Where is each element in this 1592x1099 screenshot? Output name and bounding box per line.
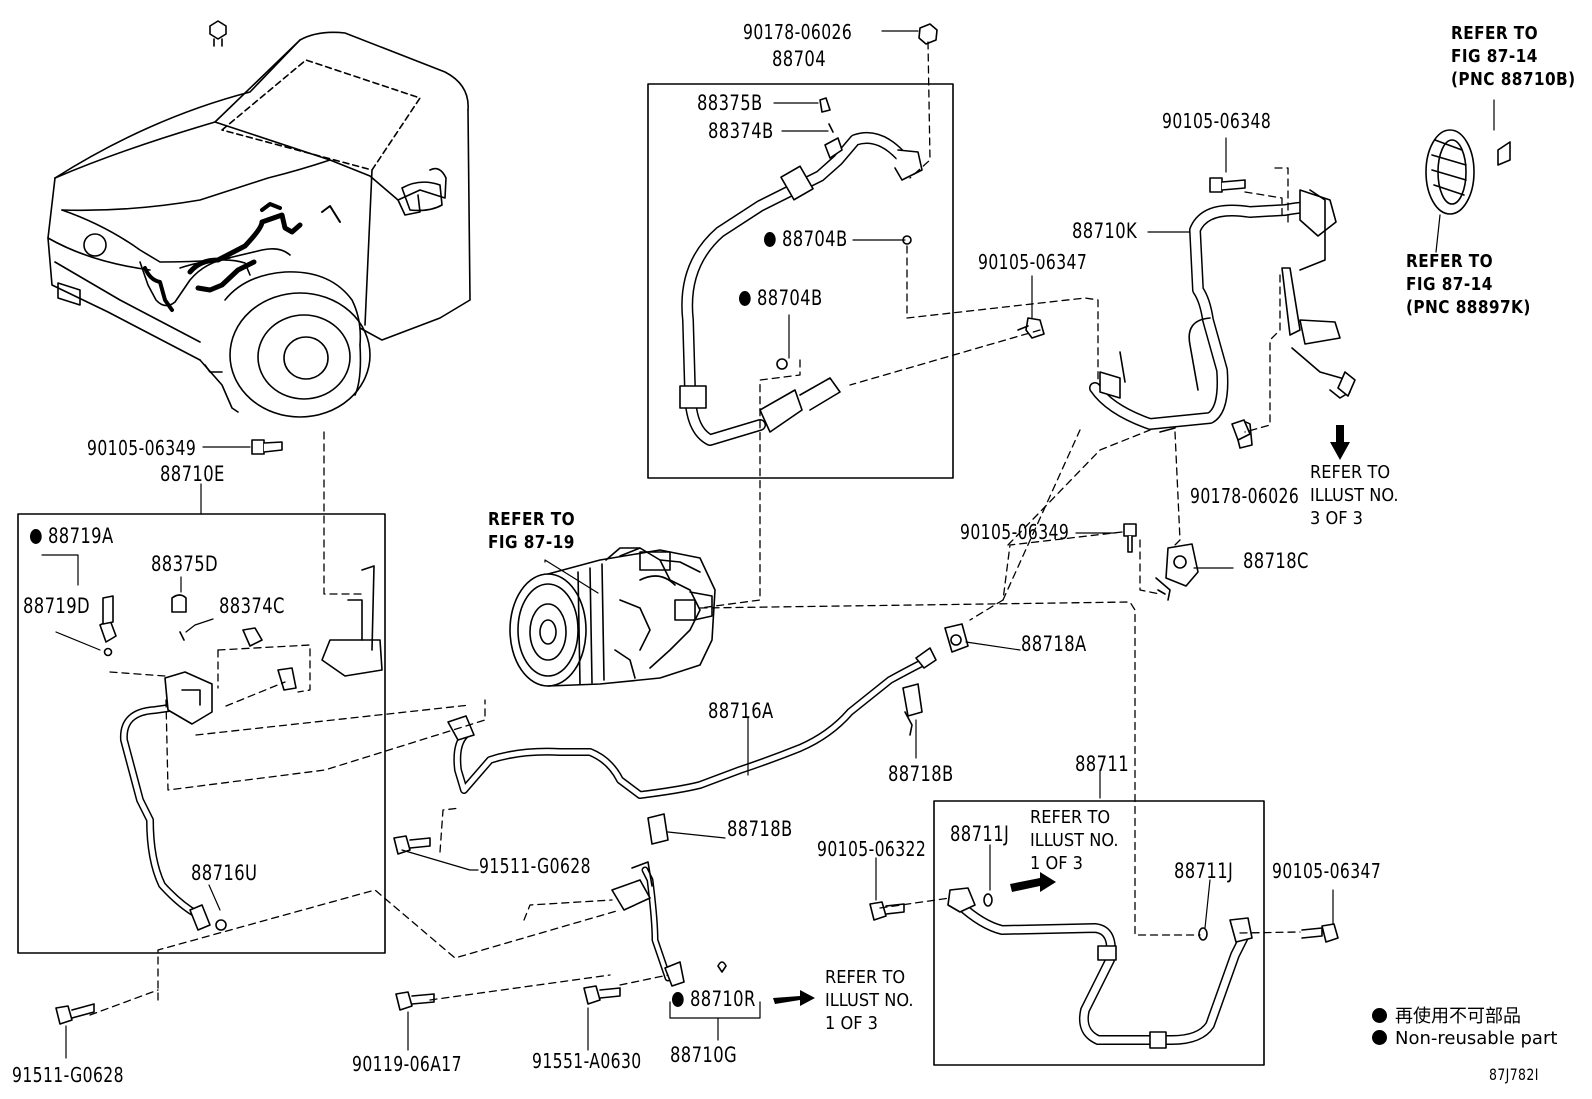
- guide-lines: [89, 41, 1301, 1016]
- part-label-88374B[interactable]: 88374B: [708, 119, 774, 143]
- reference-note-fig-87-19[interactable]: REFER TO FIG 87-19: [488, 508, 575, 554]
- hose-88710E: [99, 565, 383, 931]
- ref-line: FIG 87-19: [488, 532, 575, 553]
- ref-line: (PNC 88710B): [1451, 69, 1576, 90]
- hose-88716A: [447, 647, 937, 799]
- legend: 再使用不可部品 Non-reusable part: [1372, 1006, 1557, 1050]
- part-label-90119-06A17[interactable]: 90119-06A17: [352, 1052, 462, 1076]
- part-number: 88704B: [756, 286, 823, 310]
- part-label-88375D[interactable]: 88375D: [151, 552, 219, 576]
- ref-line: ILLUST NO.: [825, 990, 914, 1011]
- ref-line: FIG 87-14: [1451, 46, 1538, 67]
- part-label-90105-06349[interactable]: 90105-06349: [87, 436, 197, 460]
- hose-88711: [947, 887, 1253, 1049]
- ref-line: 3 OF 3: [1310, 508, 1363, 529]
- ref-line: REFER TO: [1406, 251, 1494, 272]
- ref-line: REFER TO: [1310, 462, 1391, 483]
- part-label-88710R[interactable]: 88710R: [672, 988, 756, 1010]
- part-label-91551-A0630[interactable]: 91551-A0630: [532, 1049, 642, 1073]
- part-label-88716A[interactable]: 88716A: [708, 699, 774, 723]
- part-label-90105-06348[interactable]: 90105-06348: [1162, 109, 1272, 133]
- legend-item-jp: 再使用不可部品: [1372, 1006, 1557, 1028]
- reference-note-illust-3-of-3[interactable]: REFER TO ILLUST NO. 3 OF 3: [1310, 461, 1399, 530]
- ref-line: ILLUST NO.: [1310, 485, 1399, 506]
- part-label-88711J[interactable]: 88711J: [1174, 859, 1234, 883]
- part-label-90105-06347[interactable]: 90105-06347: [1272, 859, 1382, 883]
- compressor: [509, 547, 716, 687]
- hose-88710K: [1089, 189, 1356, 449]
- arrows: [773, 425, 1350, 1006]
- non-reusable-marker: [672, 992, 684, 1007]
- ref-line: 1 OF 3: [825, 1013, 878, 1034]
- hose-88710G: [611, 861, 727, 987]
- part-label-88710E[interactable]: 88710E: [160, 462, 225, 486]
- part-label-88711[interactable]: 88711: [1075, 752, 1130, 776]
- part-label-88704[interactable]: 88704: [772, 47, 827, 71]
- part-label-88711J[interactable]: 88711J: [950, 822, 1010, 846]
- ref-line: ILLUST NO.: [1030, 830, 1119, 851]
- part-label-90178-06026[interactable]: 90178-06026: [743, 20, 853, 44]
- part-number: 88710R: [689, 987, 756, 1011]
- reference-note-fig-87-14-88710B[interactable]: REFER TO FIG 87-14 (PNC 88710B): [1451, 22, 1576, 91]
- hose-88704: [679, 97, 923, 446]
- part-label-88710K[interactable]: 88710K: [1072, 219, 1138, 243]
- bolts: [55, 20, 1339, 1025]
- diagram-id: 87J782I: [1489, 1065, 1539, 1084]
- part-label-88375B[interactable]: 88375B: [697, 91, 763, 115]
- ref-line: FIG 87-14: [1406, 274, 1493, 295]
- legend-text: 再使用不可部品: [1395, 1006, 1521, 1027]
- legend-text: Non-reusable part: [1395, 1028, 1558, 1049]
- part-label-88719D[interactable]: 88719D: [23, 594, 91, 618]
- non-reusable-marker: [739, 291, 751, 306]
- non-reusable-marker: [30, 529, 42, 544]
- ref-line: REFER TO: [1451, 23, 1539, 44]
- part-label-90105-06349[interactable]: 90105-06349: [960, 520, 1070, 544]
- non-reusable-marker: [1372, 1008, 1387, 1023]
- part-label-90105-06347[interactable]: 90105-06347: [978, 250, 1088, 274]
- part-label-90178-06026[interactable]: 90178-06026: [1190, 484, 1300, 508]
- clamps: [647, 543, 1199, 845]
- leader-lines: [41, 30, 1495, 1059]
- reference-note-illust-1-of-3[interactable]: REFER TO ILLUST NO. 1 OF 3: [1030, 806, 1119, 875]
- ref-line: REFER TO: [825, 967, 906, 988]
- part-label-88718C[interactable]: 88718C: [1243, 549, 1309, 573]
- legend-item-en: Non-reusable part: [1372, 1028, 1557, 1050]
- shield-plate: [1425, 129, 1511, 215]
- part-label-88710G[interactable]: 88710G: [670, 1043, 738, 1067]
- part-label-90105-06322[interactable]: 90105-06322: [817, 837, 927, 861]
- part-number: 88719A: [47, 524, 114, 548]
- part-label-88718B[interactable]: 88718B: [888, 762, 954, 786]
- part-label-91511-G0628[interactable]: 91511-G0628: [479, 854, 591, 878]
- vehicle-illustration: [47, 31, 471, 418]
- part-label-88718A[interactable]: 88718A: [1021, 632, 1087, 656]
- reference-note-illust-1-of-3[interactable]: REFER TO ILLUST NO. 1 OF 3: [825, 966, 914, 1035]
- ref-line: 1 OF 3: [1030, 853, 1083, 874]
- non-reusable-marker: [1372, 1030, 1387, 1045]
- ref-line: (PNC 88897K): [1406, 297, 1531, 318]
- part-label-88704B[interactable]: 88704B: [764, 228, 848, 250]
- ref-line: REFER TO: [488, 509, 576, 530]
- part-label-88718B[interactable]: 88718B: [727, 817, 793, 841]
- part-number: 88704B: [781, 227, 848, 251]
- part-label-91511-G0628[interactable]: 91511-G0628: [12, 1063, 124, 1087]
- part-label-88374C[interactable]: 88374C: [219, 594, 285, 618]
- part-label-88719A[interactable]: 88719A: [30, 525, 114, 547]
- non-reusable-marker: [764, 232, 776, 247]
- group-box-88704: [647, 83, 954, 479]
- part-label-88704B[interactable]: 88704B: [739, 287, 823, 309]
- reference-note-fig-87-14-88897K[interactable]: REFER TO FIG 87-14 (PNC 88897K): [1406, 250, 1531, 319]
- group-box-88710E: [17, 513, 386, 954]
- part-label-88716U[interactable]: 88716U: [191, 861, 258, 885]
- ref-line: REFER TO: [1030, 807, 1111, 828]
